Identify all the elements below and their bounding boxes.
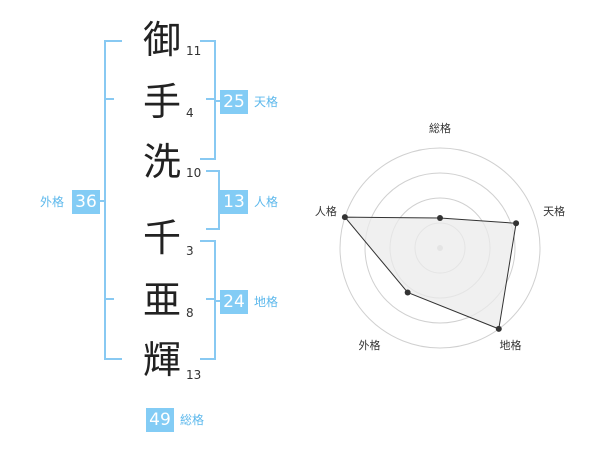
tenkaku-label: 天格 <box>254 95 279 109</box>
chikaku-score-badge: 24 <box>220 290 248 314</box>
radar-point <box>437 215 443 221</box>
stroke-count: 10 <box>186 166 202 180</box>
bracket-connector <box>216 300 222 302</box>
soukaku-label: 総格 <box>180 413 205 427</box>
stroke-count: 8 <box>186 306 194 320</box>
kanji-char: 御 <box>142 18 181 62</box>
radar-axis-label: 人格 <box>315 204 337 218</box>
bracket-connector <box>216 100 222 102</box>
radar-points <box>341 214 520 332</box>
jinkaku-label: 人格 <box>254 195 279 209</box>
kanji-char: 亜 <box>142 278 181 322</box>
tenkaku-score-badge: 25 <box>220 90 248 114</box>
radar-axis-label: 天格 <box>543 204 565 218</box>
radar-point <box>404 289 411 296</box>
radar-point <box>495 325 502 332</box>
tenkaku-bracket <box>200 40 216 160</box>
bracket-tick <box>206 298 216 300</box>
radar-axis-label: 外格 <box>358 338 380 352</box>
chikaku-bracket <box>200 240 216 360</box>
gaikaku-bracket <box>104 40 122 360</box>
stroke-count: 4 <box>186 106 194 120</box>
gaikaku-label: 外格 <box>40 195 65 209</box>
radar-axis-label: 地格 <box>500 338 522 352</box>
radar-axis-label: 総格 <box>429 121 451 135</box>
chikaku-label: 地格 <box>254 295 279 309</box>
kanji-char: 洗 <box>142 140 181 184</box>
kanji-char: 千 <box>142 216 181 260</box>
radar-ring <box>364 172 516 324</box>
radar-polygon <box>343 216 517 330</box>
jinkaku-bracket <box>206 170 220 230</box>
bracket-tick <box>104 98 114 100</box>
radar-ring <box>339 147 541 349</box>
radar-point <box>513 220 520 227</box>
kanji-char: 輝 <box>142 338 181 382</box>
bracket-tick <box>206 98 216 100</box>
bracket-tick <box>104 298 114 300</box>
kanji-char: 手 <box>142 80 181 124</box>
jinkaku-score-badge: 13 <box>220 190 248 214</box>
stroke-count: 3 <box>186 244 194 258</box>
gaikaku-score-badge: 36 <box>72 190 100 214</box>
stroke-count: 11 <box>186 44 202 58</box>
soukaku-score-badge: 49 <box>146 408 174 432</box>
stroke-count: 13 <box>186 368 202 382</box>
radar-point <box>341 214 348 221</box>
